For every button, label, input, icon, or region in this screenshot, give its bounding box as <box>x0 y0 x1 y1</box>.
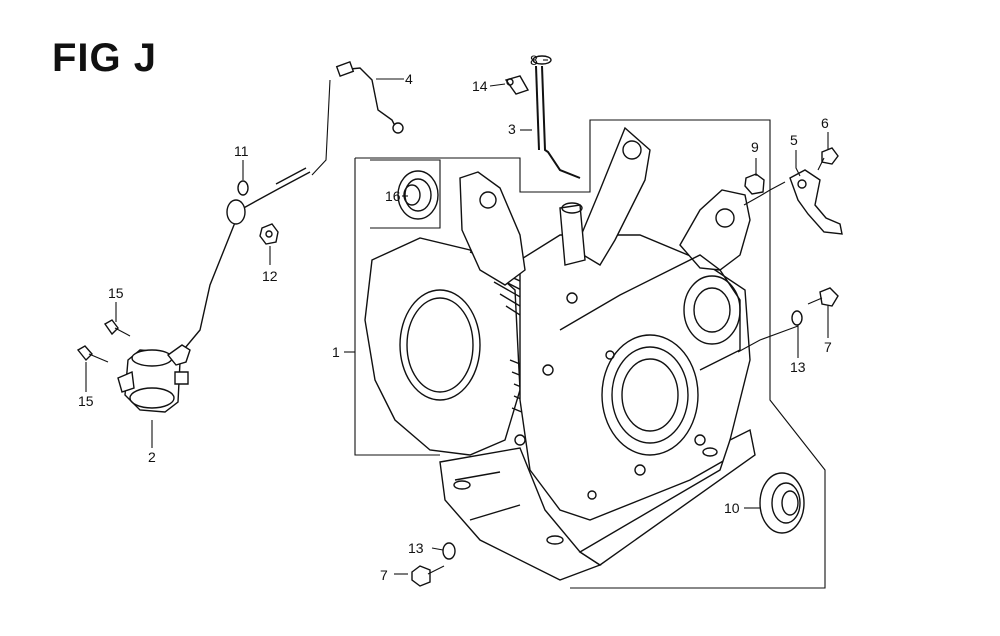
callout-14: 14 <box>472 78 488 94</box>
part-16-oil-seal <box>370 159 441 229</box>
callout-15-lower: 15 <box>78 393 94 409</box>
callout-16: 16 <box>385 188 401 204</box>
part-2-switch <box>117 167 311 413</box>
part-10-oil-seal <box>759 472 805 534</box>
crankcase-block <box>364 126 756 581</box>
callout-13-upper: 13 <box>790 359 806 375</box>
part-4-wire <box>311 61 404 176</box>
callout-6: 6 <box>821 115 829 131</box>
callout-4: 4 <box>405 71 413 87</box>
callout-9: 9 <box>751 139 759 155</box>
callout-8: 8 <box>530 52 538 68</box>
callout-10: 10 <box>724 500 740 516</box>
callout-13-lower: 13 <box>408 540 424 556</box>
callout-11: 11 <box>234 143 249 159</box>
callout-5: 5 <box>790 132 798 148</box>
callout-12: 12 <box>262 268 278 284</box>
callout-7-lower: 7 <box>380 567 388 583</box>
callout-7-upper: 7 <box>824 339 832 355</box>
callout-1: 1 <box>332 344 340 360</box>
figure-title: FIG J <box>52 36 158 80</box>
part-3-tube <box>504 55 581 179</box>
assembly-boundary <box>354 119 826 589</box>
leader-lines <box>85 59 829 575</box>
callout-2: 2 <box>148 449 156 465</box>
callout-labels: 1 2 3 4 5 6 7 7 8 9 10 11 12 13 13 14 15… <box>78 52 832 583</box>
callout-3: 3 <box>508 121 516 137</box>
callout-15-upper: 15 <box>108 285 124 301</box>
hardware-fasteners <box>76 147 843 587</box>
